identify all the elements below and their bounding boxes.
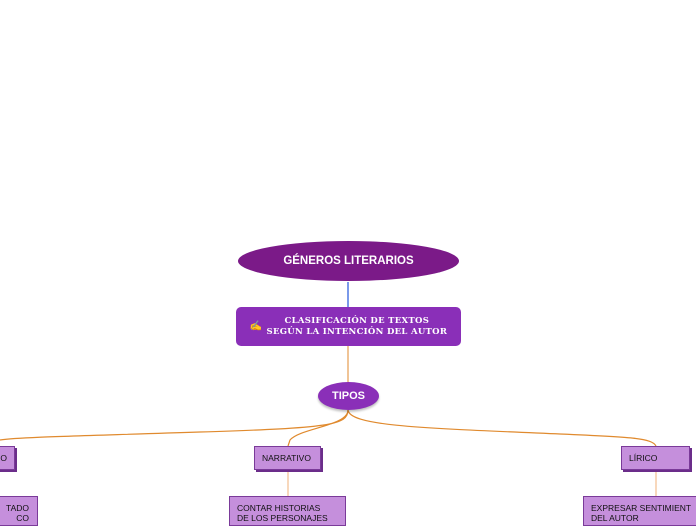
detail-left-line-2: CO [16, 512, 29, 523]
classification-line-1: CLASIFICACIÓN DE TEXTOS [284, 315, 430, 326]
detail-lirico-line-2: DEL AUTOR [591, 512, 639, 523]
detail-left-line-1: TADO [6, 503, 29, 513]
branch-node-left[interactable]: O [0, 446, 15, 470]
detail-node-lirico[interactable]: EXPRESAR SENTIMIENT DEL AUTOR [583, 496, 696, 526]
branch-label-narrativo: NARRATIVO [262, 453, 311, 463]
central-topic-generos-literarios[interactable]: GÉNEROS LITERARIOS [238, 241, 459, 281]
types-label: TIPOS [331, 390, 365, 402]
branch-node-lirico[interactable]: LÍRICO [621, 446, 690, 470]
types-to-narrativo-link [287, 409, 349, 447]
central-topic-label: GÉNEROS LITERARIOS [283, 255, 414, 267]
writing-hand-icon: ✍ [249, 321, 263, 332]
detail-lirico-line-1: EXPRESAR SENTIMIENT [591, 503, 692, 513]
classification-line-2: SEGÚN LA INTENCIÓN DEL AUTOR [266, 326, 448, 337]
detail-narrativo-line-1: CONTAR HISTORIAS [237, 503, 321, 513]
types-to-lirico-link [347, 409, 657, 447]
classification-node[interactable]: ✍ CLASIFICACIÓN DE TEXTOS SEGÚN LA INTEN… [236, 307, 461, 346]
types-node[interactable]: TIPOS [318, 382, 379, 410]
branch-label-lirico: LÍRICO [629, 453, 658, 463]
detail-node-left[interactable]: TADO CO [0, 496, 38, 526]
branch-node-narrativo[interactable]: NARRATIVO [254, 446, 321, 470]
branch-label-left: O [0, 453, 7, 463]
detail-node-narrativo[interactable]: CONTAR HISTORIAS DE LOS PERSONAJES [229, 496, 346, 526]
detail-narrativo-line-2: DE LOS PERSONAJES [237, 512, 328, 523]
